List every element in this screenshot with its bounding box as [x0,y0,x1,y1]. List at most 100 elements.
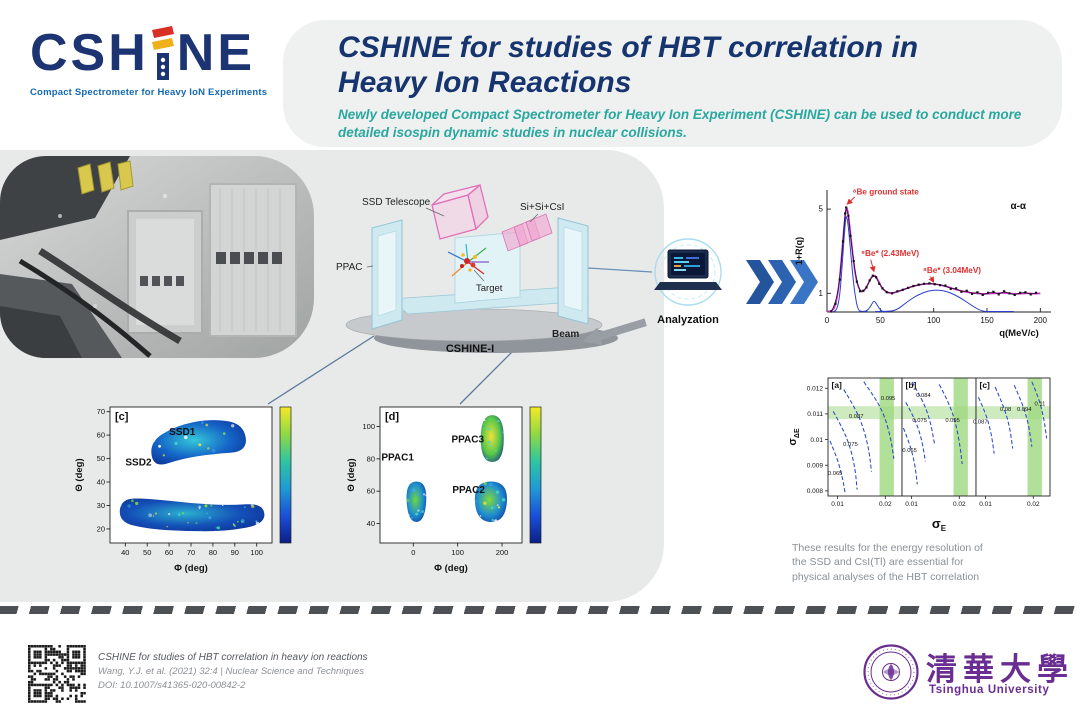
logo-wordmark: CSH NE [30,26,290,84]
svg-text:5: 5 [819,205,824,214]
qr-code [28,645,86,703]
svg-text:PPAC2: PPAC2 [452,485,485,496]
svg-text:0.02: 0.02 [953,501,966,508]
cshine-logo: CSH NE Compact Spectrometer for Heavy Io… [30,26,290,98]
experiment-photo [0,156,314,358]
si-si-csi-label: Si+Si+CsI [520,202,564,213]
svg-text:[c]: [c] [115,411,129,423]
svg-text:0.01: 0.01 [905,501,918,508]
svg-text:[b]: [b] [906,380,917,390]
svg-text:200: 200 [496,548,509,557]
svg-text:40: 40 [367,519,375,528]
university-name-en: Tsinghua University [929,684,1050,696]
svg-text:SSD2: SSD2 [125,458,152,469]
svg-text:0.008: 0.008 [807,488,824,495]
logo-text-right: NE [176,24,256,82]
svg-text:0.01: 0.01 [979,501,992,508]
title-block: CSHINE for studies of HBT correlation in… [338,30,1062,143]
svg-text:30: 30 [97,501,105,510]
logo-text-left: CSH [30,24,149,82]
citation-title: CSHINE for studies of HBT correlation in… [98,652,368,663]
svg-text:0.08: 0.08 [1000,407,1011,413]
laptop-icon [654,238,722,306]
target-chamber-panel [454,231,521,304]
svg-text:0.11: 0.11 [1035,402,1046,408]
svg-text:0.02: 0.02 [1027,501,1040,508]
svg-text:40: 40 [97,478,105,487]
detector-stack-icon [151,26,174,80]
citation-doi: DOI: 10.1007/s41365-020-00842-2 [98,680,246,692]
beam-arrow [582,318,647,345]
results-caption: These results for the energy resolution … [792,542,983,583]
logo-tagline: Compact Spectrometer for Heavy IoN Exper… [30,87,268,98]
target-label: Target [476,283,503,294]
svg-text:80: 80 [209,548,217,557]
dashed-divider [0,606,1080,614]
svg-text:100: 100 [451,548,464,557]
university-name-cn: 清華大學 [926,652,1074,688]
svg-text:⁹Be* (2.43MeV): ⁹Be* (2.43MeV) [861,249,919,258]
svg-text:0.01: 0.01 [831,501,844,508]
svg-text:70: 70 [97,407,105,416]
hbt-correlation-chart: 0 50 100 150 200 1 5 1+R(q) q(MeV/c) ⁸Be ground s… [794,188,1051,339]
svg-text:0.095: 0.095 [881,396,896,402]
svg-text:0.095: 0.095 [945,418,960,424]
svg-text:50: 50 [97,454,105,463]
svg-text:PPAC3: PPAC3 [451,435,484,446]
svg-text:Φ (deg): Φ (deg) [434,563,468,574]
ssd-telescope-label: SSD Telescope [362,197,431,208]
svg-text:0.084: 0.084 [916,393,931,399]
svg-text:0.087: 0.087 [973,420,988,426]
analyzation-label: Analyzation [657,314,719,326]
fast-forward-icon [746,260,818,304]
svg-text:0.065: 0.065 [902,448,917,454]
svg-text:20: 20 [97,524,105,533]
svg-text:⁸Be* (3.04MeV): ⁸Be* (3.04MeV) [923,266,981,275]
svg-text:SSD1: SSD1 [169,427,196,438]
device-label: CSHINE-I [446,343,494,355]
si-si-csi-stack [501,213,553,252]
svg-text:100: 100 [927,316,941,325]
svg-text:50: 50 [143,548,151,557]
beam-label: Beam [552,329,579,340]
svg-text:σΔE: σΔE [788,428,801,446]
svg-text:60: 60 [165,548,173,557]
svg-text:α-α: α-α [1010,201,1026,212]
svg-text:0.094: 0.094 [1017,407,1032,413]
ssd-telescope-box [431,183,489,240]
svg-text:Θ (deg): Θ (deg) [346,458,357,491]
svg-text:0.011: 0.011 [807,411,823,418]
svg-text:q(MeV/c): q(MeV/c) [999,328,1039,339]
svg-text:0.009: 0.009 [807,463,824,470]
svg-text:0.075: 0.075 [843,442,858,448]
svg-text:200: 200 [1034,316,1048,325]
svg-text:150: 150 [980,316,994,325]
analyzation-block: Analyzation [640,236,736,340]
svg-text:0.012: 0.012 [807,386,824,393]
svg-text:60: 60 [367,487,375,496]
svg-text:Θ (deg): Θ (deg) [74,458,85,491]
svg-text:0: 0 [825,316,830,325]
svg-text:0.087: 0.087 [849,414,864,420]
title-backdrop [283,20,1062,147]
svg-text:[a]: [a] [832,380,843,390]
svg-text:100: 100 [250,548,263,557]
svg-text:0.02: 0.02 [879,501,892,508]
svg-text:80: 80 [367,454,375,463]
tsinghua-emblem [863,644,919,700]
svg-text:60: 60 [97,431,105,440]
svg-text:1: 1 [819,289,824,298]
svg-text:50: 50 [876,316,885,325]
svg-text:1+R(q): 1+R(q) [794,237,804,265]
citation-block: CSHINE for studies of HBT correlation in… [98,650,518,694]
svg-text:90: 90 [231,548,239,557]
svg-text:⁸Be ground state: ⁸Be ground state [853,188,920,197]
apparatus-diagram: SSD Telescope Si+Si+CsI PPAC Target Beam… [336,183,647,355]
citation-reference: Wang, Y.J. et al. (2021) 32:4 | Nuclear … [98,666,364,677]
svg-text:70: 70 [187,548,195,557]
svg-text:40: 40 [121,548,129,557]
svg-text:σE: σE [932,516,947,533]
